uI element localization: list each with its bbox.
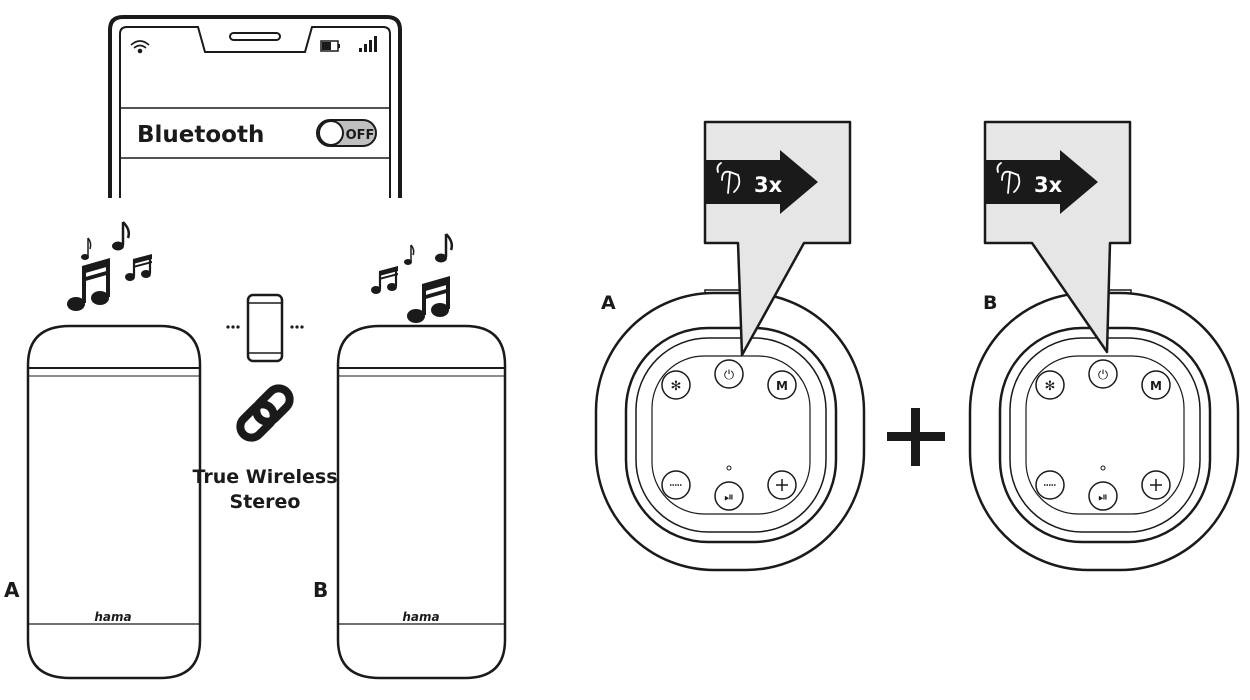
chain-link-icon <box>236 384 294 442</box>
music-notes-icon <box>371 233 454 323</box>
press-callout-b: 3x <box>983 120 1132 354</box>
smartphone-icon <box>226 293 304 363</box>
power-button[interactable]: ⏻ <box>714 359 744 389</box>
finger-press-icon <box>996 162 1021 194</box>
press-count-b: 3x <box>1034 173 1063 197</box>
brand-logo: hama <box>402 610 439 624</box>
speaker-a: hama <box>26 324 202 680</box>
music-notes-icon <box>67 221 152 311</box>
finger-press-icon <box>716 162 741 194</box>
svg-text:⏯: ⏯ <box>1098 490 1108 504</box>
play-pause-button[interactable]: ⏯ <box>1088 481 1118 511</box>
arrow-right-icon <box>705 150 818 214</box>
mode-button[interactable]: M <box>767 370 797 400</box>
phone: Bluetooth OFF <box>108 15 402 198</box>
svg-text:✻: ✻ <box>1045 379 1056 394</box>
arrow-right-icon <box>985 150 1098 214</box>
battery-icon <box>320 40 340 52</box>
bluetooth-setting-label: Bluetooth <box>137 122 264 148</box>
mode-button[interactable]: M <box>1141 370 1171 400</box>
svg-text:M: M <box>1150 379 1162 393</box>
power-button[interactable]: ⏻ <box>1088 359 1118 389</box>
speaker-b: hama <box>336 324 507 680</box>
panel-b-label: B <box>983 292 997 314</box>
volume-up-button[interactable] <box>1141 470 1171 500</box>
volume-down-button[interactable] <box>1035 470 1065 500</box>
press-count-a: 3x <box>754 173 783 197</box>
tws-label-line1: True Wireless <box>192 466 337 488</box>
press-callout-a: 3x <box>703 120 852 357</box>
tws-label-line2: Stereo <box>230 491 301 513</box>
toggle-state-label: OFF <box>346 128 375 143</box>
speaker-a-label: A <box>4 578 20 602</box>
control-panel-b: ✻ ⏻ M ⏯ <box>968 289 1240 572</box>
svg-text:M: M <box>776 379 788 393</box>
speaker-b-label: B <box>313 578 328 602</box>
control-panel-a: ✻ ⏻ M ⏯ <box>594 289 866 572</box>
svg-text:⏯: ⏯ <box>724 490 734 504</box>
brand-logo: hama <box>94 610 131 624</box>
phone-speaker-slot <box>229 32 281 41</box>
bluetooth-button[interactable]: ✻ <box>1035 370 1065 400</box>
svg-text:⏻: ⏻ <box>1098 368 1108 383</box>
wifi-icon <box>130 40 150 54</box>
plus-icon <box>887 408 945 466</box>
svg-text:✻: ✻ <box>671 379 682 394</box>
bluetooth-toggle[interactable]: OFF <box>316 119 377 147</box>
volume-up-button[interactable] <box>767 470 797 500</box>
panel-a-label: A <box>601 292 616 314</box>
bluetooth-button[interactable]: ✻ <box>661 370 691 400</box>
volume-down-button[interactable] <box>661 470 691 500</box>
svg-text:⏻: ⏻ <box>724 368 734 383</box>
play-pause-button[interactable]: ⏯ <box>714 481 744 511</box>
signal-bars-icon <box>359 36 377 52</box>
